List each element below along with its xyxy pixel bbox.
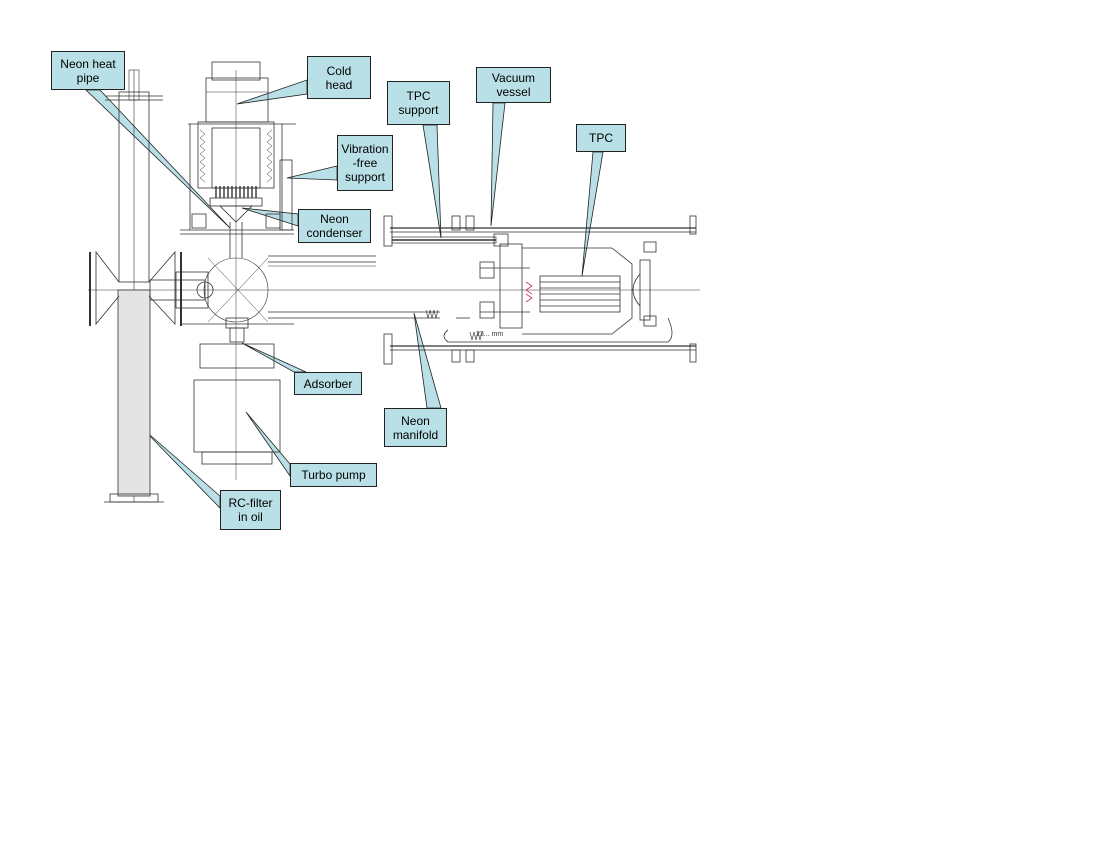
callout-turbo-pump: Turbo pump bbox=[290, 463, 377, 487]
callout-adsorber: Adsorber bbox=[294, 372, 362, 395]
pointer-vacuum-vessel bbox=[490, 102, 506, 227]
pointer-vibration-free bbox=[286, 165, 338, 181]
callout-rc-filter-in-oil: RC-filter in oil bbox=[220, 490, 281, 530]
callout-neon-condenser: Neon condenser bbox=[298, 209, 371, 243]
tpc-wires bbox=[525, 281, 533, 303]
turbo-pump-body bbox=[199, 343, 275, 369]
pointer-turbo-pump bbox=[245, 411, 291, 478]
cold-finger-fins bbox=[215, 186, 257, 198]
pointer-rc-filter bbox=[141, 427, 221, 509]
callout-vibration-free-support: Vibration -free support bbox=[337, 135, 393, 191]
dimension-label: 23... mm bbox=[476, 331, 503, 338]
cold-head-top bbox=[211, 61, 261, 81]
mechanical-drawing bbox=[88, 61, 700, 503]
callout-cold-head: Cold head bbox=[307, 56, 371, 99]
callout-neon-heat-pipe: Neon heat pipe bbox=[51, 51, 125, 90]
callout-tpc-support: TPC support bbox=[387, 81, 450, 125]
pointer-tpc bbox=[581, 151, 604, 277]
rc-filter-column bbox=[117, 289, 151, 497]
callout-tpc: TPC bbox=[576, 124, 626, 152]
callout-pointers bbox=[85, 79, 604, 509]
callout-vacuum-vessel: Vacuum vessel bbox=[476, 67, 551, 103]
pointer-neon-condenser bbox=[241, 207, 299, 227]
pointer-neon-manifold bbox=[413, 312, 442, 409]
pointer-tpc-support bbox=[422, 124, 442, 239]
tpc-stack bbox=[539, 275, 621, 313]
callout-neon-manifold: Neon manifold bbox=[384, 408, 447, 447]
pointer-neon-heat-pipe bbox=[85, 89, 231, 229]
